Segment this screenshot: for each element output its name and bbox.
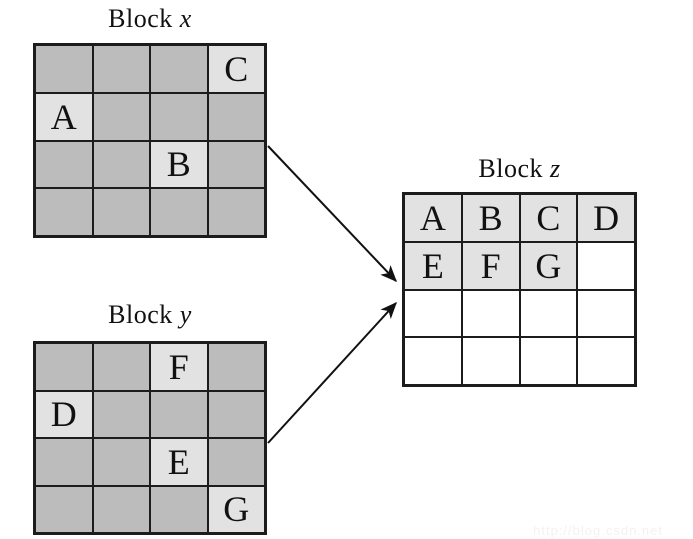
block-x-cell-r2c1: [93, 141, 149, 188]
block-y-cell-r0c0: [36, 344, 92, 390]
block-x-cell-r2c2: B: [151, 141, 207, 188]
block-y-cell-r3c1: [93, 486, 149, 532]
block-x-cell-r3c2: [151, 189, 207, 235]
block-y-cell-r2c1: [93, 439, 149, 485]
block-z-cell-r3c1: [462, 338, 519, 384]
block-z-cell-r3c3: [578, 338, 634, 384]
block-z-cell-r0c2: C: [520, 195, 577, 241]
block-x-cell-r1c0: A: [36, 93, 92, 140]
block-z-cell-r1c0: E: [405, 242, 461, 289]
block-z-title-var: z: [549, 154, 561, 183]
block-y-cell-r0c2: F: [151, 344, 207, 390]
block-z-cell-r3c2: [520, 338, 577, 384]
block-y-cell-r1c3: [208, 391, 264, 437]
block-z-title-prefix: Block: [478, 154, 543, 183]
block-x-cell-r2c3: [208, 141, 264, 188]
block-z-cell-r1c1: F: [462, 242, 519, 289]
block-z-cell-r0c3: D: [578, 195, 634, 241]
arrow-x-to-z: [267, 145, 397, 283]
block-y-cell-r1c1: [93, 391, 149, 437]
block-x-cell-r1c1: [93, 93, 149, 140]
block-x-cell-r3c3: [208, 189, 264, 235]
block-z-cell-r0c0: A: [405, 195, 461, 241]
block-z-cell-r2c2: [520, 290, 577, 337]
block-z-cell-r1c2: G: [520, 242, 577, 289]
block-z-cell-r0c1: B: [462, 195, 519, 241]
block-x-title-var: x: [179, 4, 192, 33]
block-z-cell-r2c0: [405, 290, 461, 337]
block-y-cell-r3c3: G: [208, 486, 264, 532]
block-y-cell-r1c0: D: [36, 391, 92, 437]
block-x-cell-r3c1: [93, 189, 149, 235]
block-y-cell-r2c2: E: [151, 439, 207, 485]
watermark: http://blog.csdn.net: [533, 523, 663, 538]
block-y-cell-r2c3: [208, 439, 264, 485]
block-x-title-prefix: Block: [108, 4, 173, 33]
arrow-y-to-z: [267, 301, 397, 444]
block-z-cell-r1c3: [578, 242, 634, 289]
block-x-cell-r0c1: [93, 46, 149, 92]
block-y-title-prefix: Block: [108, 300, 173, 329]
block-y-cell-r2c0: [36, 439, 92, 485]
block-y-title-var: y: [179, 300, 192, 329]
block-y-cell-r3c2: [151, 486, 207, 532]
block-x-cell-r0c0: [36, 46, 92, 92]
block-y-cell-r3c0: [36, 486, 92, 532]
block-y-cell-r1c2: [151, 391, 207, 437]
block-z-cell-r2c1: [462, 290, 519, 337]
block-y-cell-r0c3: [208, 344, 264, 390]
block-y-cell-r0c1: [93, 344, 149, 390]
block-z-cell-r2c3: [578, 290, 634, 337]
block-x-grid: C A B: [33, 43, 267, 238]
block-x-cell-r1c3: [208, 93, 264, 140]
block-x-cell-r0c3: C: [208, 46, 264, 92]
block-x-cell-r3c0: [36, 189, 92, 235]
block-z-cell-r3c0: [405, 338, 461, 384]
block-x-cell-r0c2: [151, 46, 207, 92]
block-x-cell-r1c2: [151, 93, 207, 140]
block-x-cell-r2c0: [36, 141, 92, 188]
